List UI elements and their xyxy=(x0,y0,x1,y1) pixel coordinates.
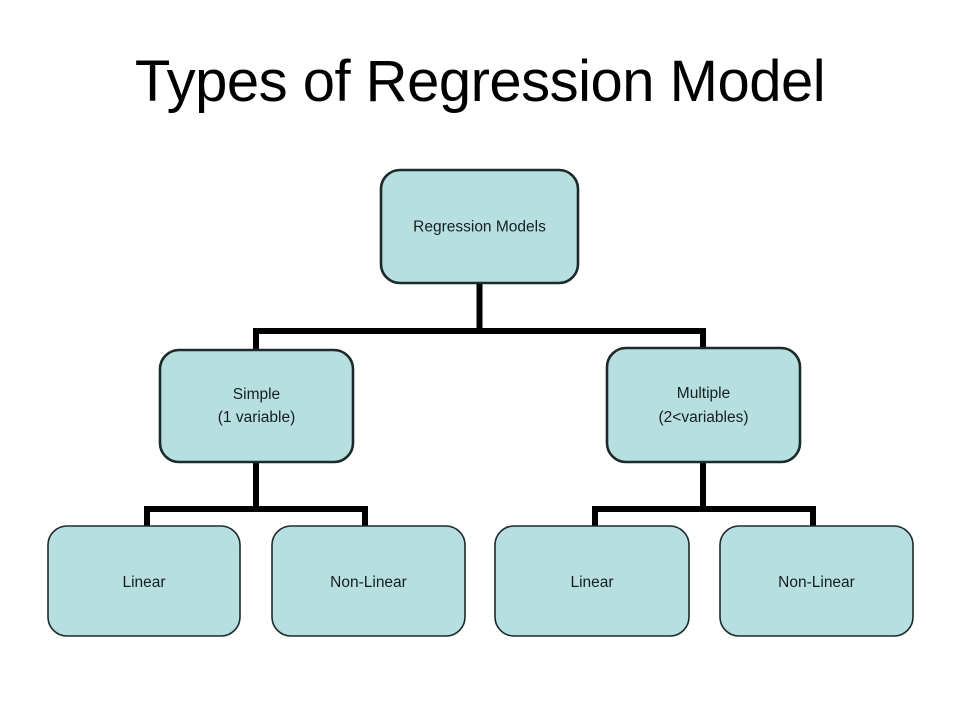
node-regression-models-box[interactable] xyxy=(379,168,580,285)
node-simple-non-linear[interactable]: Non-Linear xyxy=(271,525,466,637)
node-simple-box[interactable] xyxy=(158,348,355,464)
node-regression-models-label: Regression Models xyxy=(413,219,546,236)
node-simple[interactable]: Simple (1 variable) xyxy=(158,348,355,464)
node-multiple-non-linear-label: Non-Linear xyxy=(778,574,855,591)
node-multiple-linear-box[interactable] xyxy=(494,525,690,637)
node-simple-linear[interactable]: Linear xyxy=(47,525,241,637)
node-multiple-label-line2: (2<variables) xyxy=(658,409,748,426)
node-multiple-non-linear[interactable]: Non-Linear xyxy=(719,525,914,637)
connector-simple-to-leaves xyxy=(144,462,368,527)
node-multiple-linear-label: Linear xyxy=(570,574,613,591)
node-multiple-label-line1: Multiple xyxy=(677,385,730,402)
node-simple-linear-box[interactable] xyxy=(47,525,241,637)
node-regression-models[interactable]: Regression Models xyxy=(379,168,580,285)
node-multiple[interactable]: Multiple (2<variables) xyxy=(605,346,802,464)
node-multiple-linear[interactable]: Linear xyxy=(494,525,690,637)
node-simple-label-line1: Simple xyxy=(233,386,280,403)
node-multiple-box[interactable] xyxy=(605,346,802,464)
node-simple-linear-label: Linear xyxy=(122,574,165,591)
node-multiple-non-linear-box[interactable] xyxy=(719,525,914,637)
page-title: Types of Regression Model xyxy=(134,49,826,114)
connector-multiple-to-leaves xyxy=(592,462,816,527)
node-simple-non-linear-label: Non-Linear xyxy=(330,574,407,591)
connector-root-to-level2 xyxy=(253,283,706,352)
node-simple-label-line2: (1 variable) xyxy=(218,409,296,426)
node-simple-non-linear-box[interactable] xyxy=(271,525,466,637)
